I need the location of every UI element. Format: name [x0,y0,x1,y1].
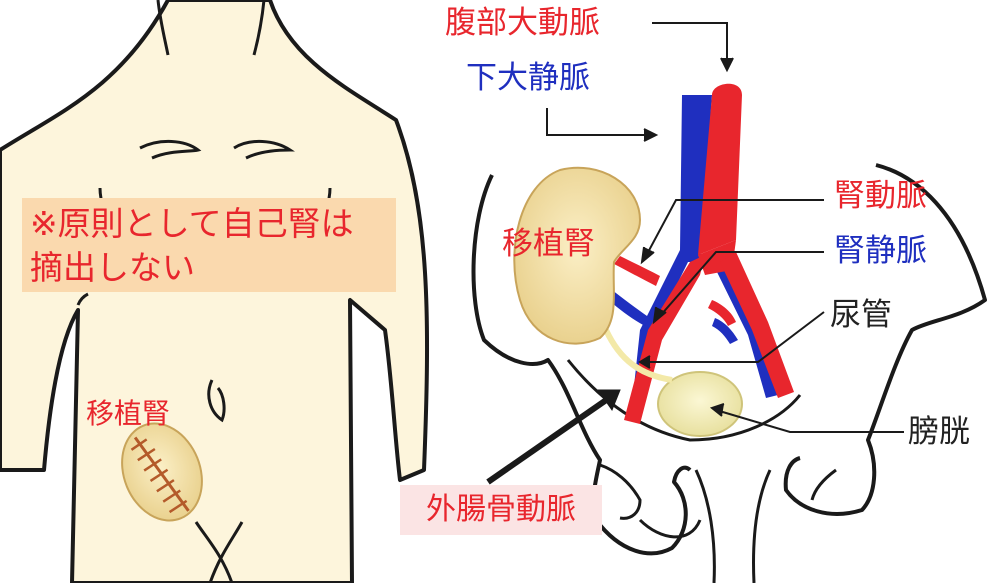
ivc-pointer-head [644,129,656,141]
right-iliac-artery [720,252,794,398]
transplant-kidney-label-right: 移植腎 [502,229,595,260]
ureter-label: 尿管 [830,300,892,331]
pelvis-left-inner [600,465,640,518]
note-line-1: ※原則として自己腎は [30,202,388,246]
renal-artery-pointer-head [642,247,654,262]
aorta-label: 腹部大動脈 [445,8,600,39]
ivc-pointer [547,108,646,135]
note-line-2: 摘出しない [30,246,388,290]
renal-artery-shape [614,256,660,286]
renal-artery-label: 腎動脈 [834,181,927,212]
pubic-left [640,520,700,537]
note-box: ※原則として自己腎は 摘出しない [22,198,396,292]
aorta-pointer [652,23,727,60]
aorta-pointer-head [721,58,733,70]
transplant-kidney-label-left: 移植腎 [86,400,170,428]
pelvis-right-inner [812,470,836,500]
pubic-arch [696,470,770,583]
pelvis-right-outline [786,165,985,514]
ivc-label: 下大静脈 [466,63,590,94]
bladder-label: 膀胱 [908,417,970,448]
renal-vein-label: 腎静脈 [834,236,927,267]
external-iliac-artery-callout: 外腸骨動脈 [400,485,602,535]
